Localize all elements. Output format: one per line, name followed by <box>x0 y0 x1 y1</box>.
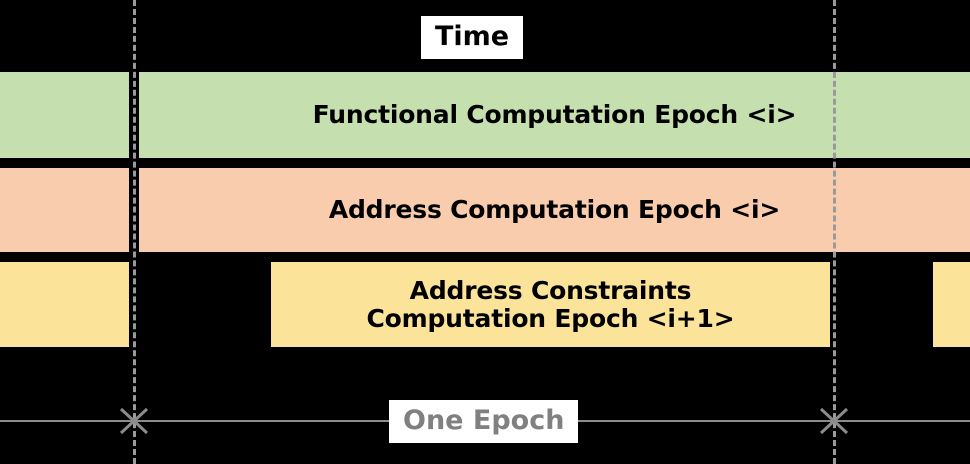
one-epoch-caption: One Epoch <box>389 400 579 443</box>
epoch-start-guide-line <box>133 0 136 464</box>
lane-address-computation-label: Address Computation Epoch <i> <box>328 195 781 224</box>
lane-address-computation-main: Address Computation Epoch <i> <box>139 168 970 252</box>
double-arrow-icon <box>119 407 149 435</box>
lane-address-constraints-right-segment <box>933 262 970 347</box>
lane-address-computation-left-segment <box>0 168 129 252</box>
double-arrow-icon <box>819 407 849 435</box>
lane-address-constraints-label: Address Constraints Computation Epoch <i… <box>366 275 735 333</box>
epoch-span-start-arrow <box>112 399 156 443</box>
lane-functional-computation-label: Functional Computation Epoch <i> <box>312 100 797 129</box>
epoch-span-end-arrow <box>812 399 856 443</box>
epoch-end-guide-line <box>833 0 836 464</box>
lane-functional-computation-left-segment <box>0 72 129 158</box>
lane-address-constraints-main: Address Constraints Computation Epoch <i… <box>271 262 830 347</box>
lane-functional-computation-main: Functional Computation Epoch <i> <box>139 72 970 158</box>
time-caption: Time <box>421 16 524 59</box>
lane-address-constraints-left-segment <box>0 262 129 347</box>
